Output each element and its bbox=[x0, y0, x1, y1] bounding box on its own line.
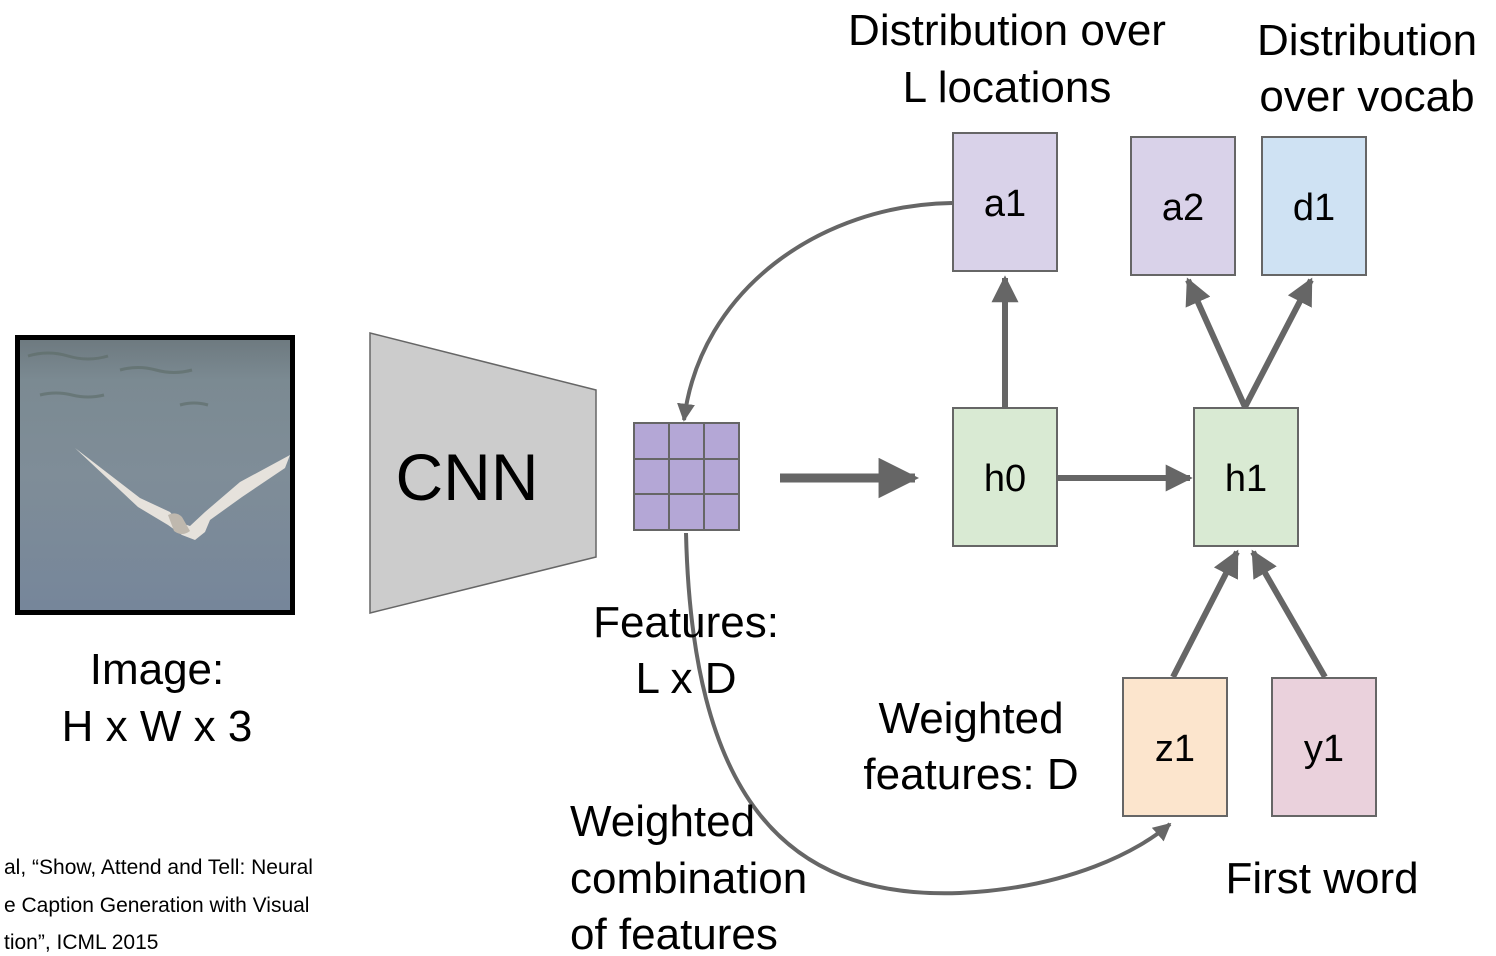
svg-text:y1: y1 bbox=[1304, 728, 1344, 770]
node-y1: y1 bbox=[1271, 677, 1377, 817]
svg-text:Distribution over: Distribution over bbox=[848, 6, 1166, 55]
svg-text:h1: h1 bbox=[1225, 458, 1267, 500]
cnn-block bbox=[369, 332, 597, 614]
input-image bbox=[15, 335, 295, 615]
svg-text:of features: of features bbox=[570, 910, 778, 956]
arrow-y1-to-h1 bbox=[1250, 549, 1328, 679]
features-grid bbox=[633, 422, 740, 531]
svg-text:Weighted: Weighted bbox=[878, 694, 1063, 743]
svg-text:combination: combination bbox=[570, 854, 807, 903]
arrow-a1-to-features bbox=[677, 201, 953, 422]
svg-text:z1: z1 bbox=[1155, 728, 1195, 770]
svg-text:al, “Show, Attend and Tell: Ne: al, “Show, Attend and Tell: Neural bbox=[4, 856, 313, 879]
svg-text:e Caption Generation with Visu: e Caption Generation with Visual bbox=[4, 894, 309, 917]
svg-text:tion”, ICML 2015: tion”, ICML 2015 bbox=[4, 931, 158, 954]
node-h1: h1 bbox=[1193, 407, 1299, 547]
label-features: Features: L x D bbox=[593, 598, 779, 703]
bird-icon bbox=[75, 448, 290, 540]
svg-text:features: D: features: D bbox=[863, 750, 1078, 799]
label-weighted-combination: Weighted combination of features bbox=[570, 797, 807, 956]
svg-text:Weighted: Weighted bbox=[570, 797, 755, 846]
label-first-word: First word bbox=[1225, 854, 1418, 903]
node-z1: z1 bbox=[1122, 677, 1228, 817]
svg-text:a1: a1 bbox=[984, 183, 1026, 225]
node-d1: d1 bbox=[1261, 136, 1367, 276]
label-weighted-features: Weighted features: D bbox=[863, 694, 1078, 799]
node-h0: h0 bbox=[952, 407, 1058, 547]
svg-text:h0: h0 bbox=[984, 458, 1026, 500]
node-a1: a1 bbox=[952, 132, 1058, 272]
svg-text:a2: a2 bbox=[1162, 187, 1204, 229]
label-distribution-locations: Distribution over L locations bbox=[848, 6, 1166, 112]
citation: al, “Show, Attend and Tell: Neural e Cap… bbox=[4, 856, 313, 954]
cnn-label: CNN bbox=[396, 440, 539, 514]
label-distribution-vocab: Distribution over vocab bbox=[1257, 16, 1477, 121]
svg-text:L x D: L x D bbox=[635, 654, 736, 703]
arrow-h1-to-a2 bbox=[1185, 277, 1248, 409]
label-image: Image: H x W x 3 bbox=[62, 645, 253, 751]
svg-text:Image:: Image: bbox=[90, 645, 225, 694]
arrow-h1-to-d1 bbox=[1242, 277, 1314, 409]
arrow-z1-to-h1 bbox=[1170, 549, 1240, 679]
connectors bbox=[677, 201, 1328, 896]
svg-text:L locations: L locations bbox=[903, 63, 1112, 112]
svg-text:Features:: Features: bbox=[593, 598, 779, 647]
svg-text:over vocab: over vocab bbox=[1259, 72, 1474, 121]
svg-text:H x W x 3: H x W x 3 bbox=[62, 702, 253, 751]
node-a2: a2 bbox=[1130, 136, 1236, 276]
arrow-features-to-z1 bbox=[684, 532, 1172, 896]
svg-text:Distribution: Distribution bbox=[1257, 16, 1477, 65]
svg-text:d1: d1 bbox=[1293, 187, 1335, 229]
